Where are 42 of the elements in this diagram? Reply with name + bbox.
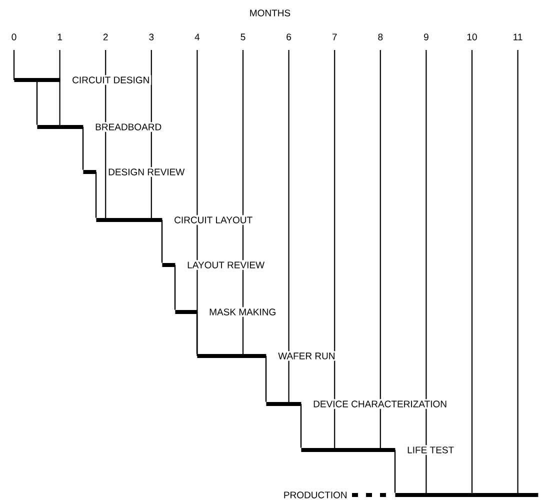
timeline-bar: [352, 492, 538, 497]
month-number: 11: [514, 34, 522, 40]
connector-line: [394, 450, 396, 493]
axis-title: MONTHS: [250, 10, 290, 16]
month-number: 10: [467, 34, 477, 40]
month-number: 7: [332, 34, 337, 40]
task-label: CIRCUIT DESIGN: [70, 75, 152, 85]
timeline-bar: [175, 310, 198, 314]
timeline-bar: [37, 125, 84, 129]
month-number: 4: [194, 34, 200, 40]
month-number: 3: [149, 34, 154, 40]
timeline-bar: [14, 78, 60, 82]
connector-line: [36, 80, 38, 125]
month-number: 5: [240, 34, 246, 40]
month-number: 9: [424, 34, 428, 40]
task-label: LAYOUT REVIEW: [186, 260, 266, 270]
connector-line: [82, 127, 84, 170]
month-number: 2: [103, 34, 108, 40]
task-label: BREADBOARD: [94, 122, 164, 132]
task-label: PRODUCTION: [282, 490, 349, 500]
month-number: 0: [12, 34, 16, 40]
connector-line: [196, 312, 198, 354]
timeline-bar: [162, 262, 176, 267]
connector-line: [95, 172, 97, 218]
month-number: 8: [378, 34, 383, 40]
task-label: MASK MAKING: [208, 307, 278, 317]
task-label: DEVICE CHARACTERIZATION: [312, 399, 448, 409]
month-number: 1: [58, 34, 62, 40]
task-label: WAFER RUN: [276, 351, 337, 361]
month-number: 6: [286, 34, 292, 40]
task-label: CIRCUIT LAYOUT: [172, 215, 254, 225]
timeline-bar: [301, 448, 396, 452]
connector-line: [300, 404, 302, 448]
connector-line: [161, 220, 163, 263]
connector-line: [265, 356, 267, 402]
timeline-bar: [83, 170, 96, 174]
timeline-bar: [96, 218, 162, 222]
timeline-bar: [197, 354, 266, 358]
task-label: DESIGN REVIEW: [106, 167, 186, 177]
task-label: LIFE TEST: [406, 445, 456, 455]
connector-line: [174, 264, 176, 310]
timeline-bar: [266, 402, 302, 406]
